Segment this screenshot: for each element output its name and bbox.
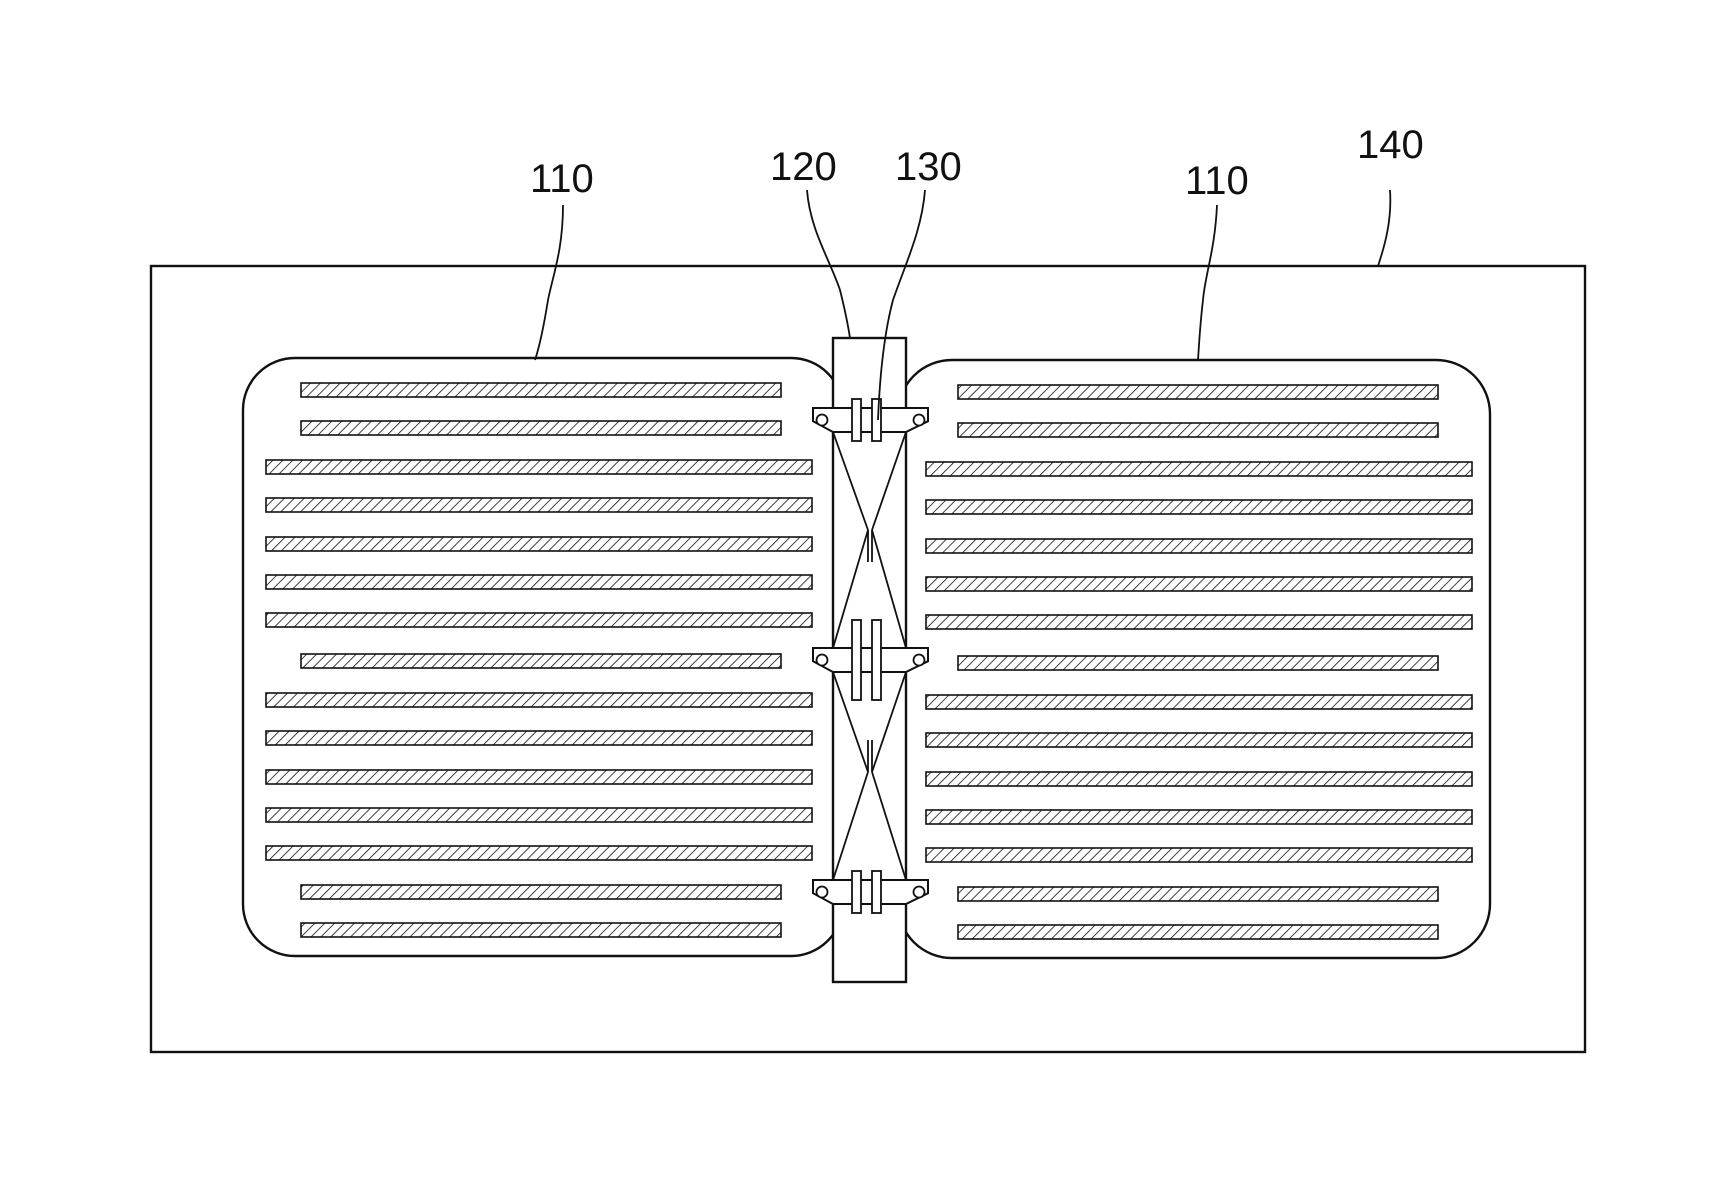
hatched-strip — [266, 460, 812, 474]
slot — [852, 399, 861, 441]
connector-plate — [813, 880, 928, 904]
hatched-strip — [301, 654, 781, 668]
leader-line-panel-right — [1198, 205, 1217, 360]
hatched-strip — [926, 733, 1472, 747]
hatched-strip — [266, 575, 812, 589]
connector-plate — [813, 408, 928, 432]
hatched-strip — [301, 885, 781, 899]
right-panel-strips — [926, 385, 1472, 939]
mounting-hole — [914, 655, 925, 666]
hatched-strip — [266, 770, 812, 784]
label-120: 120 — [770, 145, 837, 189]
hatched-strip — [926, 539, 1472, 553]
mounting-hole — [817, 655, 828, 666]
connector-plate — [813, 648, 928, 672]
hatched-strip — [958, 925, 1438, 939]
leader-line-connector — [807, 190, 850, 338]
hatched-strip — [301, 383, 781, 397]
hatched-strip — [926, 695, 1472, 709]
hatched-strip — [958, 423, 1438, 437]
hatched-strip — [266, 498, 812, 512]
hatched-strip — [301, 421, 781, 435]
hatched-strip — [266, 846, 812, 860]
leader-line-panel-left — [535, 205, 563, 360]
mounting-hole — [914, 887, 925, 898]
hatched-strip — [266, 693, 812, 707]
hatched-strip — [958, 656, 1438, 670]
label-110-left: 110 — [530, 157, 594, 201]
left-panel-strips — [266, 383, 812, 937]
label-140: 140 — [1357, 123, 1424, 167]
hatched-strip — [926, 772, 1472, 786]
slot — [852, 871, 861, 913]
label-130: 130 — [895, 145, 962, 189]
slot — [852, 620, 861, 700]
hatched-strip — [926, 615, 1472, 629]
hatched-strip — [266, 613, 812, 627]
hatched-strip — [266, 808, 812, 822]
label-110-right: 110 — [1185, 159, 1249, 203]
slot — [872, 620, 881, 700]
hatched-strip — [958, 887, 1438, 901]
hatched-strip — [926, 462, 1472, 476]
mounting-hole — [914, 415, 925, 426]
leader-line-substrate — [1378, 190, 1390, 266]
slot — [872, 399, 881, 441]
hatched-strip — [926, 810, 1472, 824]
slot — [872, 871, 881, 913]
hatched-strip — [926, 848, 1472, 862]
hatched-strip — [958, 385, 1438, 399]
hatched-strip — [926, 500, 1472, 514]
mounting-hole — [817, 887, 828, 898]
mounting-hole — [817, 415, 828, 426]
hatched-strip — [926, 577, 1472, 591]
hatched-strip — [266, 731, 812, 745]
hatched-strip — [266, 537, 812, 551]
hatched-strip — [301, 923, 781, 937]
